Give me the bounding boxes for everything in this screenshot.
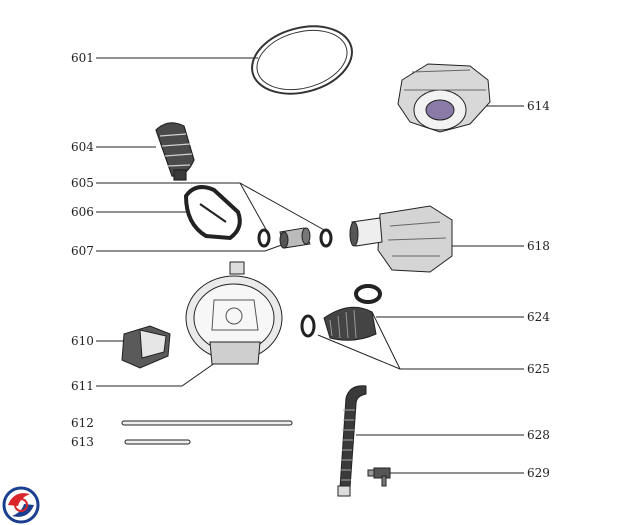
label-625: 625	[527, 362, 550, 376]
hose-rings-605-607	[257, 227, 333, 249]
label-612: 612	[71, 416, 94, 430]
label-611: 611	[71, 379, 94, 393]
sump-assembly-611	[185, 261, 283, 365]
brand-swirl-logo	[2, 486, 40, 524]
fitting-629	[367, 467, 391, 487]
label-613: 613	[71, 435, 94, 449]
gasket-ring-601	[251, 25, 353, 95]
label-614: 614	[527, 99, 550, 113]
label-629: 629	[527, 466, 550, 480]
drain-pump-610	[121, 325, 171, 369]
circulation-pump-614	[397, 63, 491, 133]
leader-625-a	[371, 311, 524, 370]
rods-612-613	[121, 420, 293, 445]
label-610: 610	[71, 334, 94, 348]
hose-elbow-624-625	[300, 284, 382, 341]
leader-625-b	[317, 334, 401, 370]
label-624: 624	[527, 310, 550, 324]
label-605: 605	[71, 176, 94, 190]
label-628: 628	[527, 428, 550, 442]
label-618: 618	[527, 239, 550, 253]
heater-pump-618	[349, 205, 453, 273]
inlet-filter-604	[155, 122, 195, 181]
label-606: 606	[71, 205, 94, 219]
drain-hose-628	[337, 385, 367, 497]
leader-605-a	[96, 182, 269, 234]
label-604: 604	[71, 140, 94, 154]
leader-605-b	[239, 182, 327, 232]
label-601: 601	[71, 51, 94, 65]
label-607: 607	[71, 244, 94, 258]
leader-611	[96, 357, 223, 387]
gasket-frame-606	[183, 185, 242, 241]
